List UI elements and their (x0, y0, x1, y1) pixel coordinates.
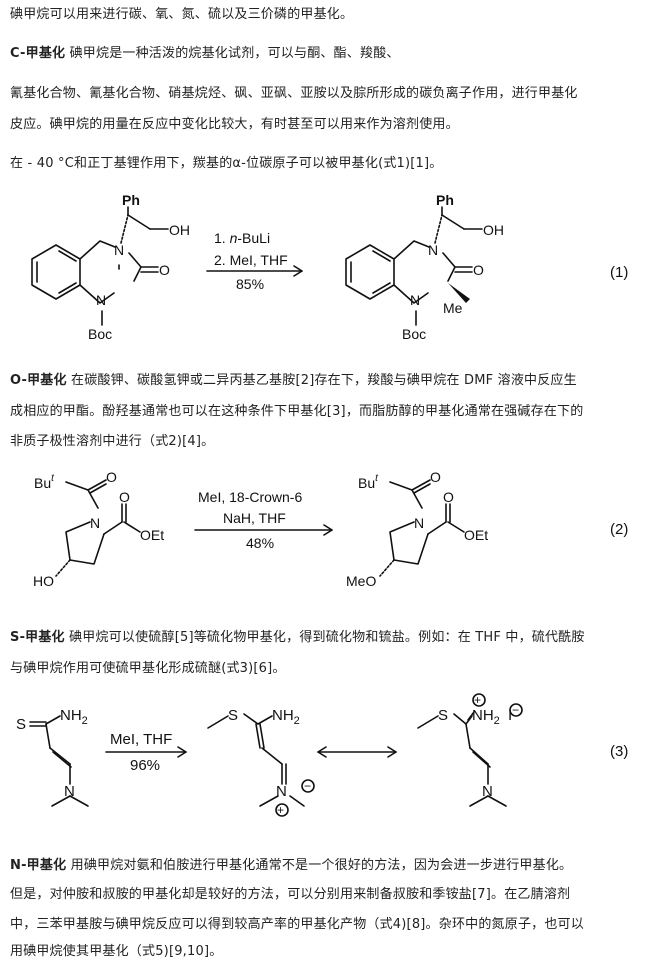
rx1-sm-n-top: N (114, 242, 124, 258)
rx1-sm-ph: Ph (122, 192, 140, 208)
rx1-pr-me: Me (443, 300, 463, 316)
rx3-pa-minus: − (304, 779, 311, 793)
s-methylation-text-1: 碘甲烷可以使硫醇[5]等硫化物甲基化，得到硫化物和锍盐。例如：在 THF 中，硫… (69, 630, 585, 645)
reaction-3-scheme: S NH2 N MeI, THF 96% S NH2 N + − S NH2 +… (16, 693, 628, 817)
s-methylation-line2: 与碘甲烷作用可使硫甲基化形成硫醚(式3)[6]。 (10, 661, 286, 676)
rx1-pr-ph: Ph (436, 192, 454, 208)
rx1-sm-boc: Boc (88, 326, 112, 342)
s-methylation-line1: S-甲基化 碘甲烷可以使硫醇[5]等硫化物甲基化，得到硫化物和锍盐。例如：在 T… (10, 624, 652, 652)
rx1-pr-o: O (473, 262, 484, 278)
n-methylation-text-1: 用碘甲烷对氨和伯胺进行甲基化通常不是一个很好的方法，因为会进一步进行甲基化。 (70, 858, 573, 873)
rx1-pr-boc: Boc (402, 326, 426, 342)
rx3-pa-nh2: NH2 (272, 707, 300, 727)
rx1-step2: 2. MeI, THF (214, 252, 288, 268)
rx3-pb-n: N (482, 783, 493, 800)
rx2-pr-bu: But (358, 473, 379, 491)
rx2-pr-meo: MeO (346, 573, 376, 589)
rx3-reagent: MeI, THF (110, 731, 172, 748)
rx2-yield: 48% (246, 535, 274, 551)
rx1-sm-oh: OH (169, 222, 190, 238)
s-methylation-heading: S-甲基化 (10, 630, 65, 645)
rx1-step1: 1. n-BuLi (214, 230, 270, 246)
n-methylation-heading: N-甲基化 (10, 858, 67, 873)
rx3-sm-nh2: NH2 (60, 707, 88, 727)
rx2-number: (2) (610, 521, 628, 538)
reaction-2-scheme: But O N O OEt HO MeI, 18-Crown-6 NaH, TH… (33, 469, 628, 589)
rx3-pb-plus: + (474, 693, 481, 707)
rx3-number: (3) (610, 743, 628, 760)
rx2-pr-o-ester: O (443, 489, 454, 505)
rx3-pb-nh2: NH2 (472, 707, 500, 727)
rx2-sm-o-acyl: O (106, 469, 117, 485)
rx2-sm-bu: But (34, 473, 55, 491)
o-methylation-line2: 成相应的甲酯。酚羟基通常也可以在这种条件下甲基化[3]，而脂肪醇的甲基化通常在强… (10, 404, 584, 419)
rx3-pb-i: I (508, 707, 512, 724)
rx1-number: (1) (610, 264, 628, 281)
rx2-sm-ho: HO (33, 573, 54, 589)
c-methylation-line3: 皮应。碘甲烷的用量在反应中变化比较大，有时甚至可以用来作为溶剂使用。 (10, 117, 459, 132)
rx2-reagent-1: MeI, 18-Crown-6 (198, 489, 302, 505)
rx3-sm-s: S (16, 716, 26, 733)
c-methylation-heading: C-甲基化 (10, 46, 66, 61)
rx3-yield: 96% (130, 757, 160, 774)
rx1-yield: 85% (236, 276, 264, 292)
rx3-pa-s: S (228, 707, 238, 724)
rx3-pb-minus: − (512, 703, 519, 717)
intro-text: 碘甲烷可以用来进行碳、氧、氮、硫以及三价磷的甲基化。 (10, 7, 354, 22)
rx2-sm-oet: OEt (140, 527, 164, 543)
rx2-sm-o-ester: O (119, 489, 130, 505)
c-methylation-line1: C-甲基化 碘甲烷是一种活泼的烷基化试剂，可以与酮、酯、羧酸、 (10, 40, 652, 68)
rx2-pr-oet: OEt (464, 527, 488, 543)
c-methylation-text-1: 碘甲烷是一种活泼的烷基化试剂，可以与酮、酯、羧酸、 (69, 46, 400, 61)
c-methylation-line4: 在 - 40 °C和正丁基锂作用下，羰基的α-位碳原子可以被甲基化(式1)[1]… (10, 156, 443, 171)
rx3-pb-s: S (438, 707, 448, 724)
o-methylation-line3: 非质子极性溶剂中进行（式2)[4]。 (10, 434, 215, 449)
n-methylation-line1: N-甲基化 用碘甲烷对氨和伯胺进行甲基化通常不是一个很好的方法，因为会进一步进行… (10, 852, 652, 880)
o-methylation-heading: O-甲基化 (10, 373, 67, 388)
n-methylation-line3: 中，三苯甲基胺与碘甲烷反应可以得到较高产率的甲基化产物（式4)[8]。杂环中的氮… (10, 917, 584, 932)
c-methylation-line2: 氰基化合物、氰基化合物、硝基烷烃、砜、亚砜、亚胺以及腙所形成的碳负离子作用，进行… (10, 86, 578, 101)
o-methylation-line1: O-甲基化 在碳酸钾、碳酸氢钾或二异丙基乙基胺[2]存在下，羧酸与碘甲烷在 DM… (10, 367, 652, 395)
reaction-1-scheme: Ph OH N O N Boc 1. n-BuLi 2. MeI, THF 85… (31, 192, 628, 342)
rx1-sm-n-bottom: N (96, 292, 106, 308)
rx3-sm-n: N (64, 783, 75, 800)
rx1-sm-o: O (159, 262, 170, 278)
n-methylation-line2: 但是，对仲胺和叔胺的甲基化却是较好的方法，可以分别用来制备叔胺和季铵盐[7]。在… (10, 887, 571, 902)
rx2-reagent-2: NaH, THF (223, 510, 286, 526)
rx3-pa-plus: + (277, 803, 284, 817)
n-methylation-line4: 用碘甲烷使其甲基化（式5)[9,10]。 (10, 944, 223, 959)
rx1-pr-n-top: N (428, 242, 438, 258)
rx1-pr-oh: OH (483, 222, 504, 238)
methyl-wedge (448, 283, 470, 303)
rx2-sm-n: N (90, 515, 100, 531)
rx2-pr-n: N (414, 515, 424, 531)
rx1-pr-n-bottom: N (410, 292, 420, 308)
o-methylation-text-1: 在碳酸钾、碳酸氢钾或二异丙基乙基胺[2]存在下，羧酸与碘甲烷在 DMF 溶液中反… (71, 373, 577, 388)
rx2-pr-o-acyl: O (430, 469, 441, 485)
rx3-pa-n: N (276, 783, 287, 800)
